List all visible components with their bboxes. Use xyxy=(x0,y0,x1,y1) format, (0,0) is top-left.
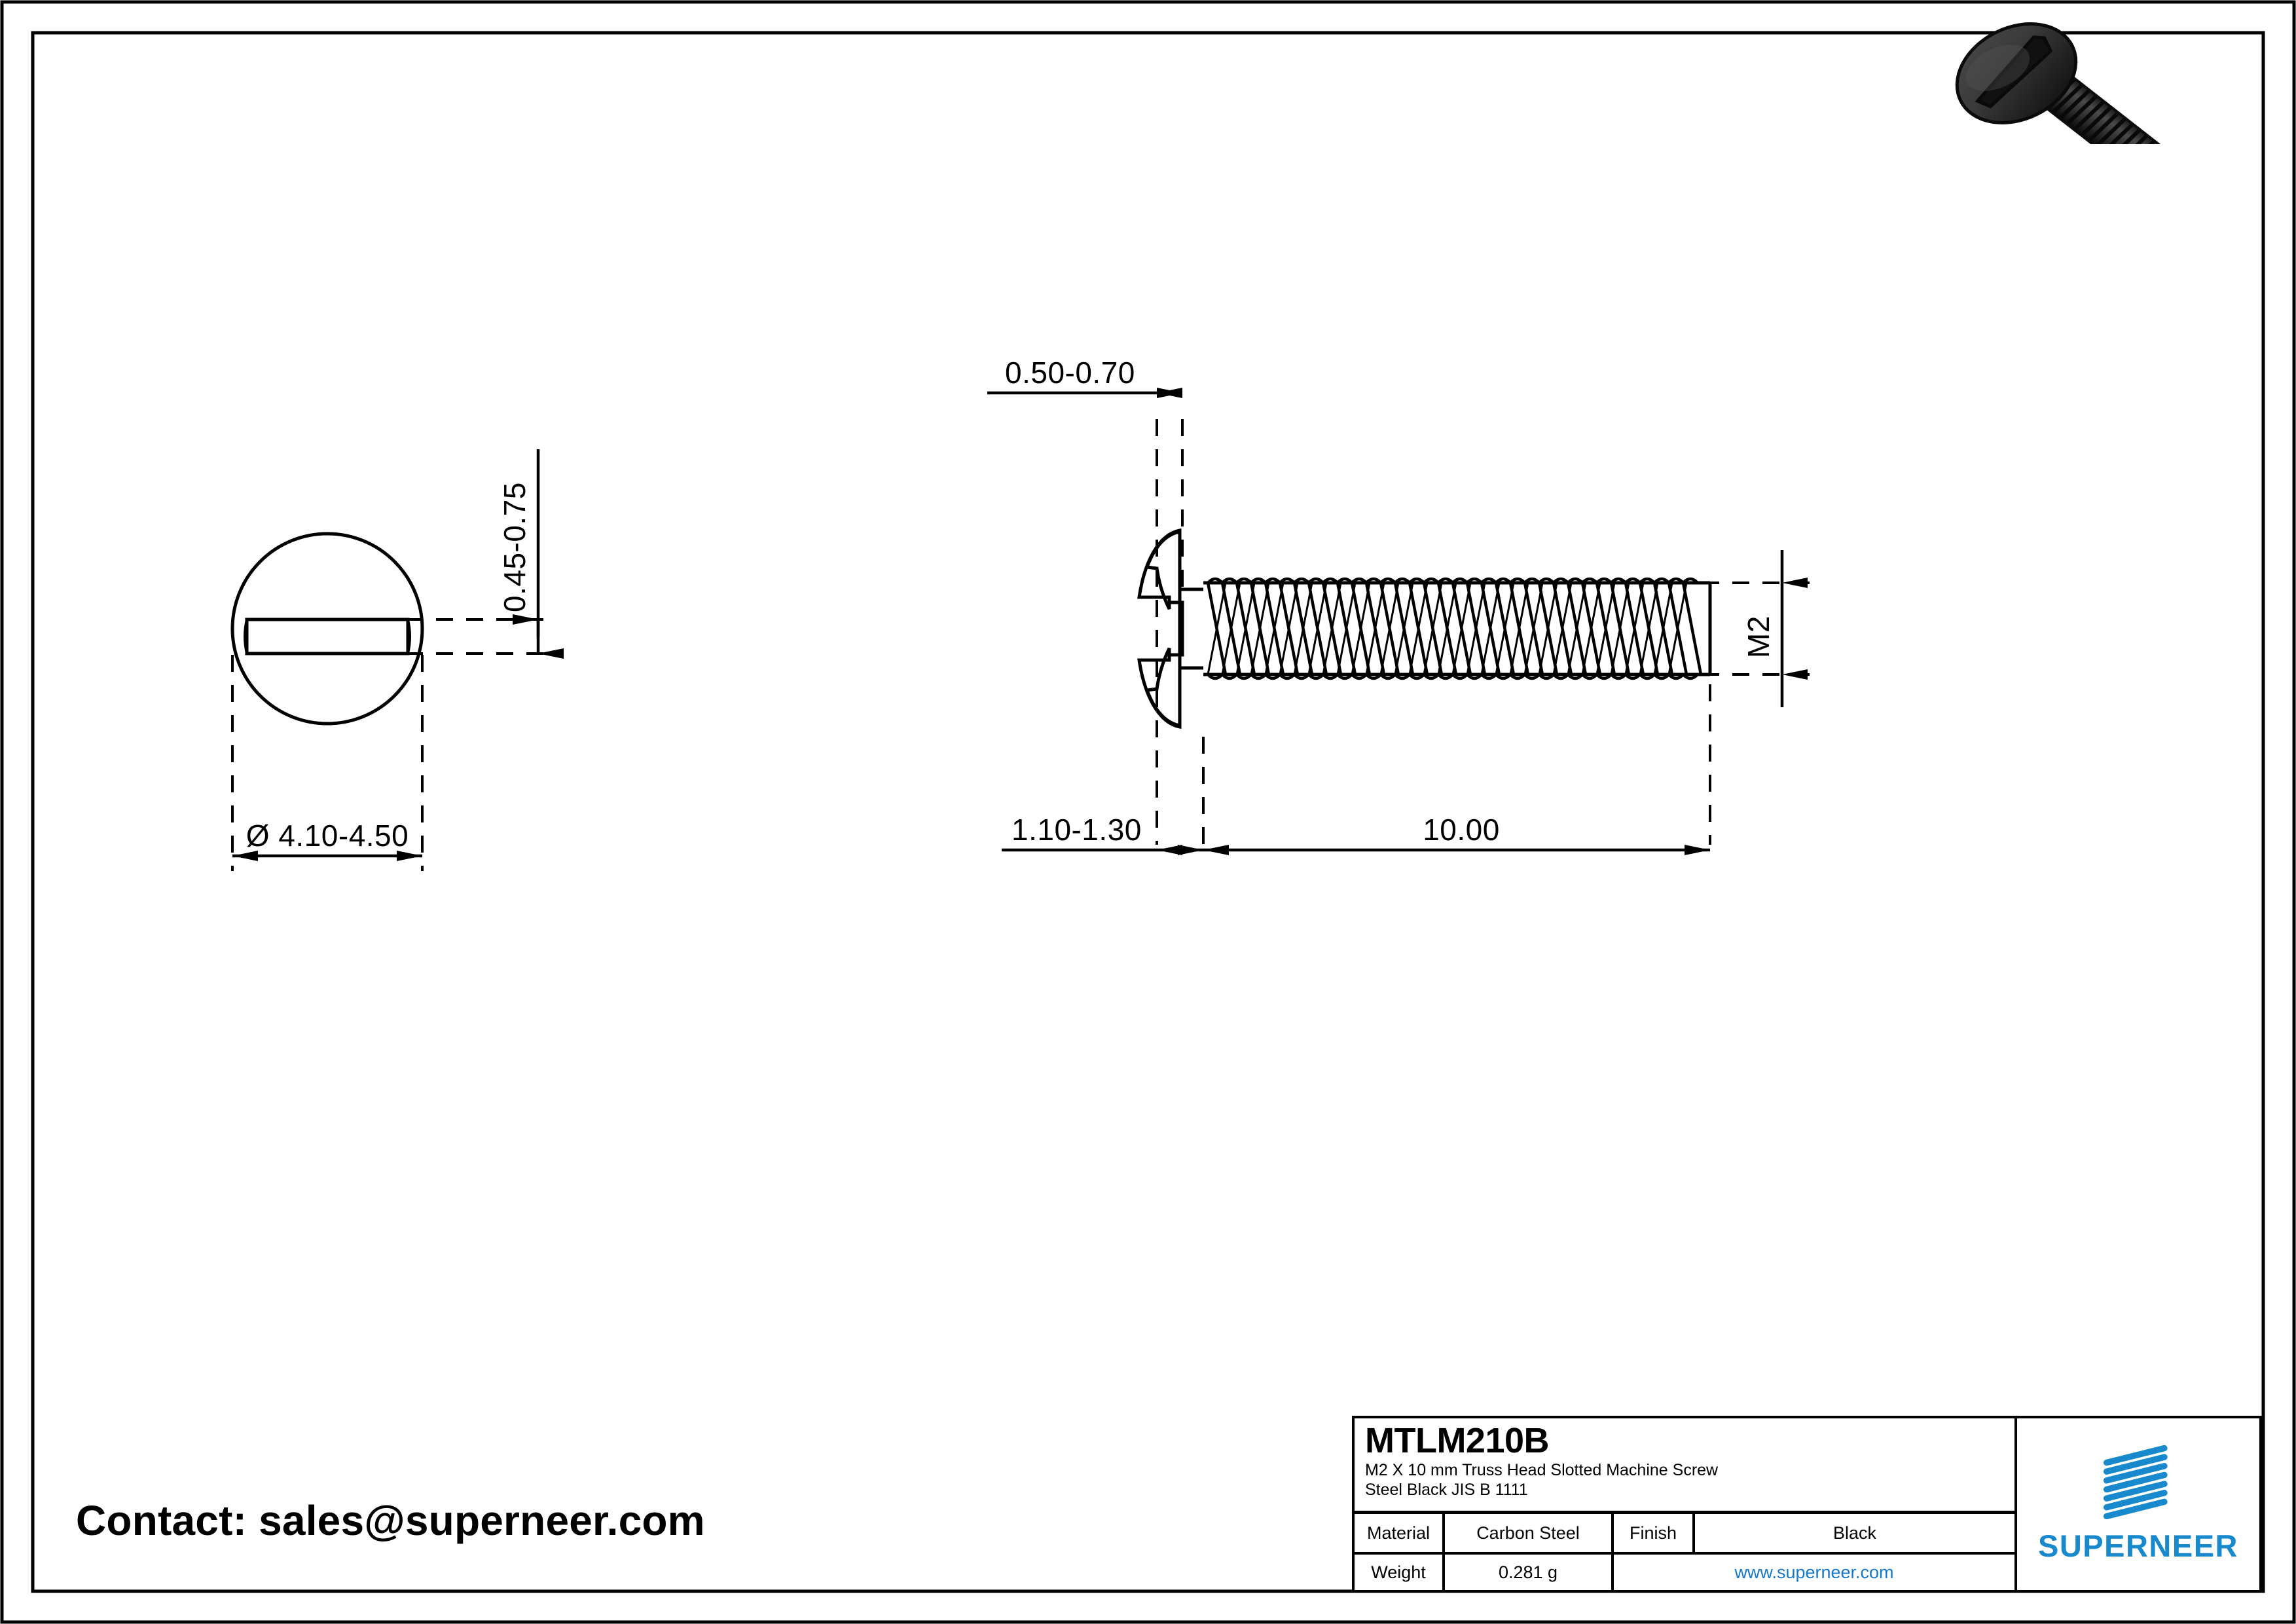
screw-head-highlight xyxy=(1965,45,2030,91)
screw-head-slot xyxy=(1975,35,2053,109)
dim-head-height: 0.45-0.75 xyxy=(498,449,564,659)
head-circle xyxy=(230,532,424,726)
slot-cap-left xyxy=(244,619,248,654)
finish-label: Finish xyxy=(1614,1514,1695,1552)
dim-thread-length: 10.00 xyxy=(1203,813,1710,855)
thread-helix-group xyxy=(1206,577,1703,680)
title-block-row-weight: Weight 0.281 g www.superneer.com xyxy=(1355,1555,2014,1590)
website-link[interactable]: www.superneer.com xyxy=(1734,1562,1894,1582)
superneer-wordmark: SUPERNEER xyxy=(2037,1528,2238,1563)
weight-label: Weight xyxy=(1355,1555,1445,1590)
slot-rectangle xyxy=(245,618,410,655)
dim-thread-length-text: 10.00 xyxy=(1423,813,1500,847)
side-view-extension-lines xyxy=(1156,419,1813,845)
title-block-main: MTLM210B M2 X 10 mm Truss Head Slotted M… xyxy=(1355,1418,2017,1590)
part-number: MTLM210B xyxy=(1365,1421,1550,1460)
slot-cap-right xyxy=(407,619,411,654)
dim-head-thickness-text: 1.10-1.30 xyxy=(1011,813,1142,847)
dim-slot-width-text: 0.50-0.70 xyxy=(1005,356,1135,390)
description-line-2: Steel Black JIS B 1111 xyxy=(1365,1481,1528,1499)
head-silhouette xyxy=(1137,528,1184,729)
title-block-description: MTLM210B M2 X 10 mm Truss Head Slotted M… xyxy=(1355,1418,2014,1514)
dim-head-diameter: Ø 4.10-4.50 xyxy=(232,819,422,861)
dim-head-thickness: 1.10-1.30 xyxy=(1002,813,1203,855)
weight-value: 0.281 g xyxy=(1445,1555,1614,1590)
dim-slot-width: 0.50-0.70 xyxy=(987,356,1182,398)
screw-3d-render xyxy=(1938,13,2291,144)
dim-head-height-text: 0.45-0.75 xyxy=(498,482,532,612)
dim-thread-size-text: M2 xyxy=(1741,616,1776,658)
title-block: MTLM210B M2 X 10 mm Truss Head Slotted M… xyxy=(1352,1416,2262,1593)
material-value: Carbon Steel xyxy=(1445,1514,1614,1552)
head-profile-outline xyxy=(1144,529,1184,728)
title-block-row-material: Material Carbon Steel Finish Black xyxy=(1355,1514,2014,1555)
dim-thread-size: M2 xyxy=(1741,550,1808,707)
screw-3d-svg xyxy=(1955,22,2164,144)
contact-text: Contact: sales@superneer.com xyxy=(76,1497,705,1544)
superneer-logo-icon xyxy=(2103,1445,2168,1520)
description-line-1: M2 X 10 mm Truss Head Slotted Machine Sc… xyxy=(1365,1461,1719,1479)
screw-side-view xyxy=(1137,528,1712,729)
dim-head-diameter-text: Ø 4.10-4.50 xyxy=(246,819,409,853)
finish-value: Black xyxy=(1832,1522,1877,1543)
screw-head xyxy=(1955,22,2078,124)
material-label: Material xyxy=(1355,1514,1445,1552)
brand-logo: SUPERNEER xyxy=(2017,1418,2259,1590)
